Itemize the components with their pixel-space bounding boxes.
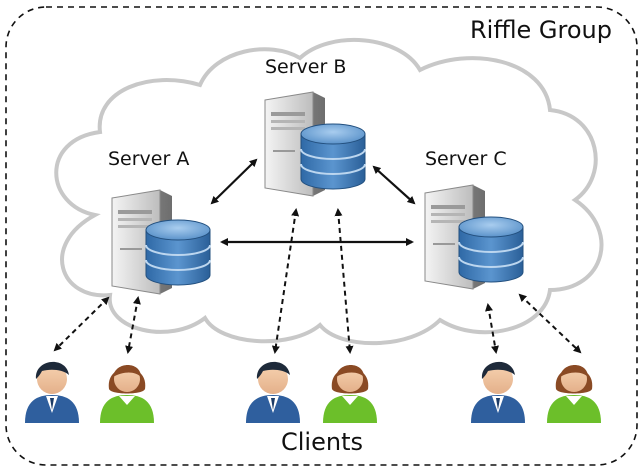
server-links (210, 158, 416, 246)
link-b-c (372, 165, 416, 205)
link-a-b (210, 158, 258, 205)
link-b-client4 (334, 208, 354, 354)
link-c-client5 (485, 303, 499, 354)
database-icon (300, 123, 366, 190)
server-a-label: Server A (108, 148, 190, 170)
female-user-icon (547, 365, 601, 423)
client-4 (323, 365, 377, 423)
male-user-icon (246, 361, 300, 423)
database-icon (458, 216, 524, 283)
female-user-icon (323, 365, 377, 423)
server-c (424, 184, 524, 290)
database-icon (145, 219, 211, 286)
group-label: Riffle Group (469, 16, 612, 44)
server-b-label: Server B (265, 56, 347, 78)
male-user-icon (25, 361, 79, 423)
group-boundary (5, 6, 638, 466)
client-links (53, 208, 582, 354)
client-2 (100, 365, 154, 423)
cloud-shape (54, 38, 604, 346)
clients-label: Clients (281, 428, 363, 456)
male-user-icon (471, 361, 525, 423)
link-a-client2 (125, 296, 141, 354)
link-c-client6 (518, 293, 582, 354)
client-3 (246, 361, 300, 423)
server-b (264, 91, 366, 197)
server-a (111, 189, 211, 295)
client-5 (471, 361, 525, 423)
client-6 (547, 365, 601, 423)
link-a-client1 (53, 296, 110, 352)
female-user-icon (100, 365, 154, 423)
link-b-client3 (271, 208, 300, 354)
server-c-label: Server C (425, 148, 507, 170)
client-1 (25, 361, 79, 423)
